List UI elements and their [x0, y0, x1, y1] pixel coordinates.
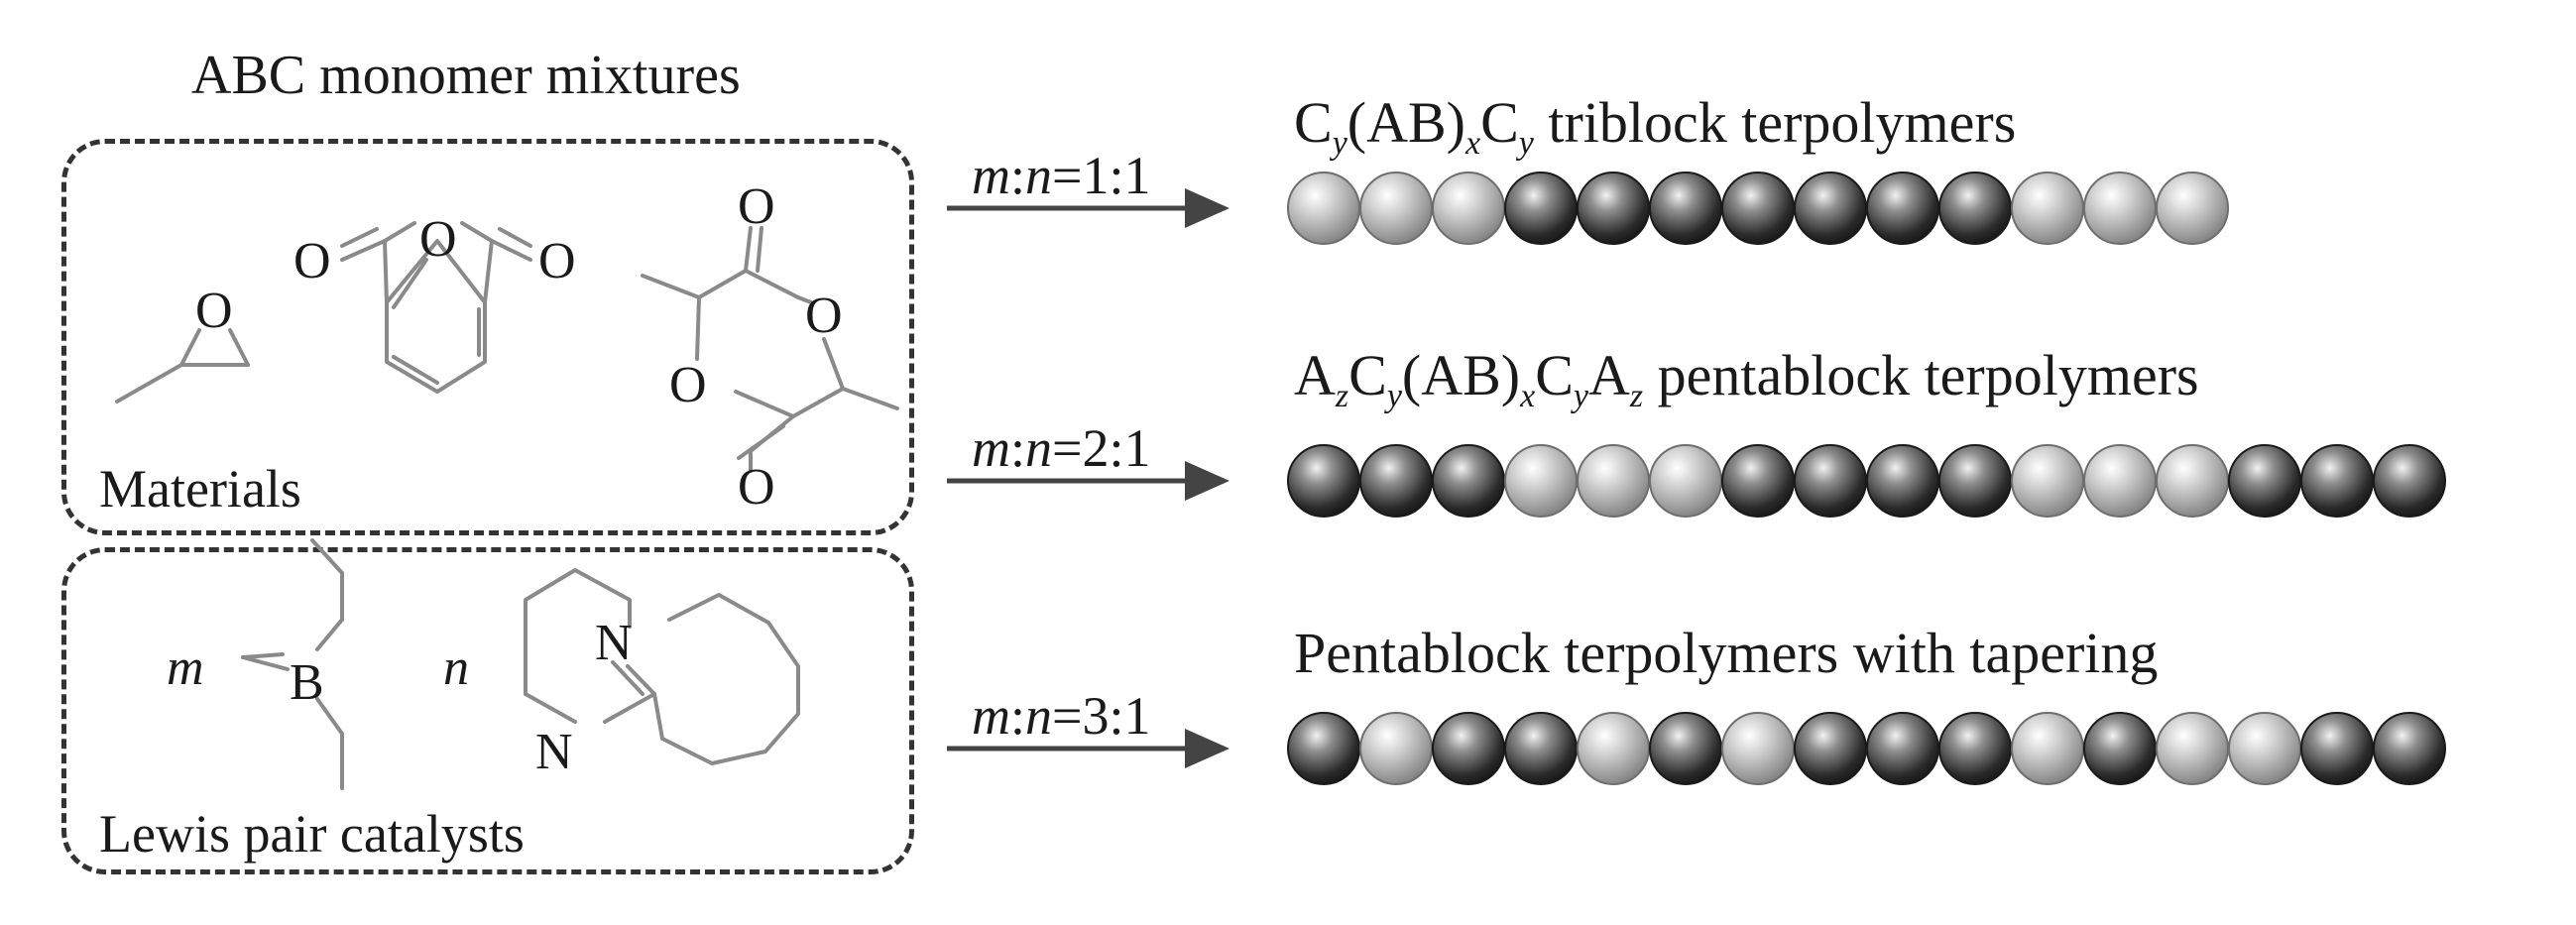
monomer-bead-light	[1721, 712, 1795, 785]
catalyst-m-symbol: m	[167, 639, 204, 696]
monomer-bead-light	[2156, 172, 2229, 245]
monomer-bead-dark	[2300, 712, 2374, 785]
monomer-bead-dark	[1287, 712, 1360, 785]
monomer-bead-dark	[1649, 172, 1722, 245]
monomer-bead-light	[2156, 712, 2229, 785]
monomer-bead-light	[2228, 712, 2301, 785]
diagram-header: ABC monomer mixtures	[191, 45, 741, 106]
monomer-bead-dark	[1866, 172, 1939, 245]
atom-o-anhydride-left: O	[293, 233, 331, 289]
monomer-bead-dark	[1866, 444, 1939, 518]
monomer-bead-dark	[1649, 712, 1722, 785]
atom-o-epoxide: O	[195, 283, 233, 339]
monomer-bead-dark	[2373, 444, 2446, 518]
materials-box	[61, 139, 914, 535]
atom-o-lactide-bottom: O	[738, 459, 775, 516]
atom-o-anhydride-right: O	[538, 233, 576, 289]
monomer-bead-dark	[1938, 712, 2012, 785]
monomer-bead-dark	[2373, 712, 2446, 785]
phthalic-anhydride-structure	[340, 221, 532, 394]
monomer-bead-dark	[1432, 712, 1505, 785]
monomer-bead-dark	[1287, 444, 1360, 518]
polymer-title-2: AzCy(AB)xCyAz pentablock terpolymers	[1294, 343, 2199, 414]
polymer-title-1: Cy(AB)xCy triblock terpolymers	[1294, 90, 2017, 162]
monomer-bead-dark	[2300, 444, 2374, 518]
catalyst-label: Lewis pair catalysts	[99, 804, 525, 864]
monomer-bead-dark	[1938, 444, 2012, 518]
monomer-bead-dark	[1432, 444, 1505, 518]
monomer-bead-dark	[2228, 444, 2301, 518]
monomer-bead-dark	[1721, 172, 1795, 245]
monomer-bead-light	[1577, 712, 1650, 785]
triethylborane-structure	[241, 538, 344, 790]
atom-o-lactide-ring-left: O	[669, 357, 707, 413]
monomer-bead-dark	[2083, 712, 2157, 785]
dbu-structure	[524, 568, 800, 765]
propylene-oxide-structure	[115, 328, 250, 404]
monomer-bead-light	[2011, 712, 2084, 785]
monomer-bead-light	[1649, 444, 1722, 518]
monomer-bead-light	[1577, 444, 1650, 518]
monomer-bead-dark	[1359, 444, 1433, 518]
monomer-bead-dark	[1794, 172, 1867, 245]
monomer-bead-light	[2156, 444, 2229, 518]
ratio-label-2: m:n=2:1	[972, 418, 1151, 478]
monomer-bead-light	[1359, 172, 1433, 245]
atom-n-top: N	[595, 615, 633, 671]
monomer-bead-dark	[1504, 172, 1578, 245]
atom-o-lactide-ring-right: O	[805, 288, 843, 344]
monomer-bead-dark	[1866, 712, 1939, 785]
catalyst-box	[61, 547, 914, 874]
atom-n-bottom: N	[535, 724, 573, 780]
monomer-bead-light	[1287, 172, 1360, 245]
polymer-title-3: Pentablock terpolymers with tapering	[1294, 621, 2159, 685]
catalyst-n-symbol: n	[443, 639, 469, 696]
monomer-bead-light	[1504, 444, 1578, 518]
monomer-bead-dark	[1577, 172, 1650, 245]
monomer-bead-light	[2083, 444, 2157, 518]
monomer-bead-light	[1432, 172, 1505, 245]
monomer-bead-light	[2011, 172, 2084, 245]
monomer-bead-light	[2083, 172, 2157, 245]
atom-o-anhydride-ring: O	[419, 211, 457, 268]
atom-o-lactide-top: O	[738, 178, 775, 235]
monomer-bead-dark	[1938, 172, 2012, 245]
ratio-label-1: m:n=1:1	[972, 146, 1151, 205]
monomer-bead-light	[1359, 712, 1433, 785]
materials-label: Materials	[99, 459, 301, 519]
ratio-label-3: m:n=3:1	[972, 686, 1151, 746]
monomer-bead-light	[2011, 444, 2084, 518]
lactide-structure	[641, 226, 899, 473]
monomer-bead-dark	[1721, 444, 1795, 518]
atom-b: B	[290, 654, 324, 711]
monomer-bead-dark	[1794, 712, 1867, 785]
monomer-bead-dark	[1504, 712, 1578, 785]
monomer-bead-dark	[1794, 444, 1867, 518]
